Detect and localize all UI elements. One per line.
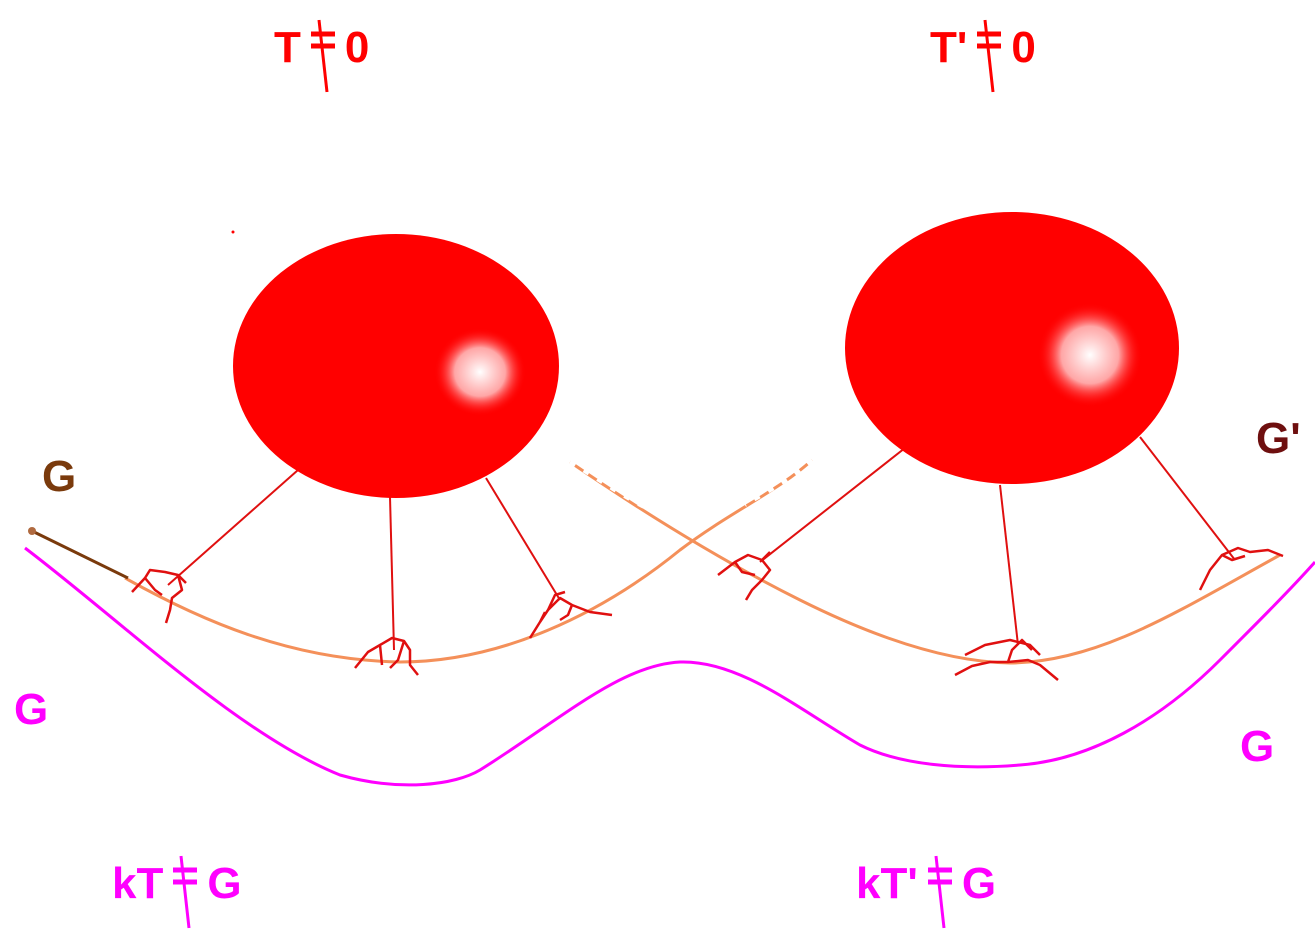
orange-curve-right xyxy=(569,460,1281,665)
label-bottom-right: kT' G xyxy=(856,855,997,929)
not-equal-symbol xyxy=(169,855,201,929)
tether-right-2 xyxy=(999,484,1019,646)
label-top-left-lhs: T xyxy=(274,23,301,72)
tether-left-3 xyxy=(485,477,561,601)
ball-right-highlight xyxy=(1038,303,1142,407)
label-bottom-right-lhs: kT' xyxy=(856,859,918,908)
label-bottom-left: kT G xyxy=(112,855,242,929)
not-equal-symbol xyxy=(307,19,339,93)
ball-right xyxy=(845,212,1179,484)
brown-lead-dot xyxy=(28,527,36,535)
label-g-upper-left: G xyxy=(42,452,77,501)
tether-right-1 xyxy=(759,447,906,563)
label-top-right-rhs: 0 xyxy=(1011,23,1036,72)
not-equal-symbol xyxy=(973,19,1005,93)
tiny-dot xyxy=(231,230,235,234)
label-g-prime-upper-right: G' xyxy=(1256,414,1301,463)
label-top-right-lhs: T' xyxy=(930,23,968,72)
label-bottom-left-lhs: kT xyxy=(112,859,164,908)
anchor-left-2 xyxy=(354,636,419,676)
brown-lead-line xyxy=(29,528,129,580)
anchor-left-1 xyxy=(131,568,187,624)
label-bottom-left-rhs: G xyxy=(207,859,242,908)
orange-dash-right xyxy=(743,458,814,507)
label-g-lower-left: G xyxy=(14,685,49,734)
label-top-right: T' 0 xyxy=(930,19,1036,93)
orange-dash-left xyxy=(568,460,651,512)
tether-left-2 xyxy=(389,496,395,651)
tether-left-1 xyxy=(167,469,299,586)
orange-curve-left xyxy=(124,458,814,664)
anchor-right-2 xyxy=(954,638,1059,681)
tether-right-3 xyxy=(1139,436,1236,561)
label-bottom-right-rhs: G xyxy=(961,859,997,908)
anchors xyxy=(131,546,1284,681)
not-equal-symbol xyxy=(924,855,956,929)
label-g-lower-right: G xyxy=(1240,722,1275,771)
anchor-right-1 xyxy=(717,551,772,601)
magenta-curve xyxy=(24,546,1315,787)
anchor-right-3 xyxy=(1198,546,1284,591)
anchor-left-3 xyxy=(528,590,613,639)
ball-left-highlight xyxy=(434,328,526,416)
ball-left xyxy=(233,234,559,498)
label-top-left-rhs: 0 xyxy=(344,23,370,72)
